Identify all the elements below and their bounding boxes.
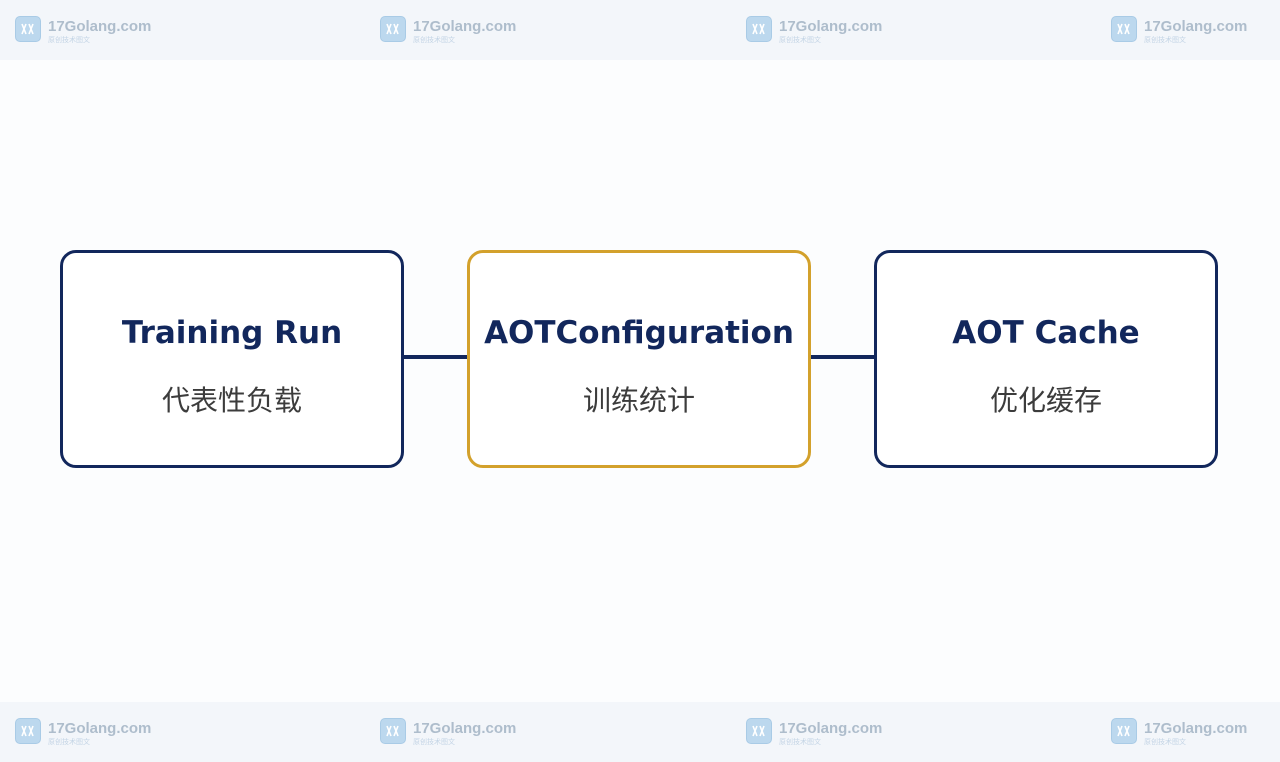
watermark-site: 17Golang.com bbox=[413, 18, 517, 35]
watermark-logo-icon bbox=[1111, 16, 1137, 42]
watermark-item: 17Golang.com 原创技术图文 bbox=[1111, 16, 1247, 46]
watermark-logo-icon bbox=[15, 16, 41, 42]
watermark-site: 17Golang.com bbox=[1144, 18, 1248, 35]
watermark-logo-icon bbox=[1111, 718, 1137, 744]
node-title: Training Run bbox=[121, 315, 343, 351]
watermark-tagline: 原创技术图文 bbox=[48, 36, 90, 44]
watermark-item: 17Golang.com 原创技术图文 bbox=[15, 16, 151, 46]
watermark-logo-icon bbox=[380, 16, 406, 42]
node-aot-configuration: AOTConfiguration 训练统计 bbox=[467, 250, 811, 468]
watermark-logo-icon bbox=[380, 718, 406, 744]
watermark-item: 17Golang.com 原创技术图文 bbox=[15, 718, 151, 748]
watermark-item: 17Golang.com 原创技术图文 bbox=[380, 718, 516, 748]
watermark-tagline: 原创技术图文 bbox=[779, 738, 821, 746]
watermark-site: 17Golang.com bbox=[48, 720, 152, 737]
node-subtitle: 代表性负载 bbox=[161, 384, 302, 417]
watermark-band-bottom: 17Golang.com 原创技术图文 17Golang.com 原创技术图文 … bbox=[0, 702, 1280, 762]
watermark-site: 17Golang.com bbox=[779, 18, 883, 35]
watermark-item: 17Golang.com 原创技术图文 bbox=[380, 16, 516, 46]
connector-1-2 bbox=[402, 355, 470, 359]
node-title: AOTConfiguration bbox=[484, 315, 794, 351]
watermark-tagline: 原创技术图文 bbox=[413, 36, 455, 44]
watermark-site: 17Golang.com bbox=[779, 720, 883, 737]
watermark-tagline: 原创技术图文 bbox=[1144, 36, 1186, 44]
connector-2-3 bbox=[809, 355, 877, 359]
watermark-item: 17Golang.com 原创技术图文 bbox=[746, 16, 882, 46]
watermark-logo-icon bbox=[15, 718, 41, 744]
watermark-site: 17Golang.com bbox=[48, 18, 152, 35]
watermark-tagline: 原创技术图文 bbox=[413, 738, 455, 746]
watermark-item: 17Golang.com 原创技术图文 bbox=[1111, 718, 1247, 748]
watermark-logo-icon bbox=[746, 718, 772, 744]
node-training-run: Training Run 代表性负载 bbox=[60, 250, 404, 468]
watermark-tagline: 原创技术图文 bbox=[1144, 738, 1186, 746]
watermark-tagline: 原创技术图文 bbox=[779, 36, 821, 44]
watermark-site: 17Golang.com bbox=[413, 720, 517, 737]
node-subtitle: 训练统计 bbox=[582, 384, 695, 417]
watermark-site: 17Golang.com bbox=[1144, 720, 1248, 737]
watermark-tagline: 原创技术图文 bbox=[48, 738, 90, 746]
node-title: AOT Cache bbox=[952, 315, 1140, 351]
node-subtitle: 优化缓存 bbox=[989, 384, 1102, 417]
watermark-item: 17Golang.com 原创技术图文 bbox=[746, 718, 882, 748]
watermark-band-top: 17Golang.com 原创技术图文 17Golang.com 原创技术图文 … bbox=[0, 0, 1280, 60]
node-aot-cache: AOT Cache 优化缓存 bbox=[874, 250, 1218, 468]
watermark-logo-icon bbox=[746, 16, 772, 42]
